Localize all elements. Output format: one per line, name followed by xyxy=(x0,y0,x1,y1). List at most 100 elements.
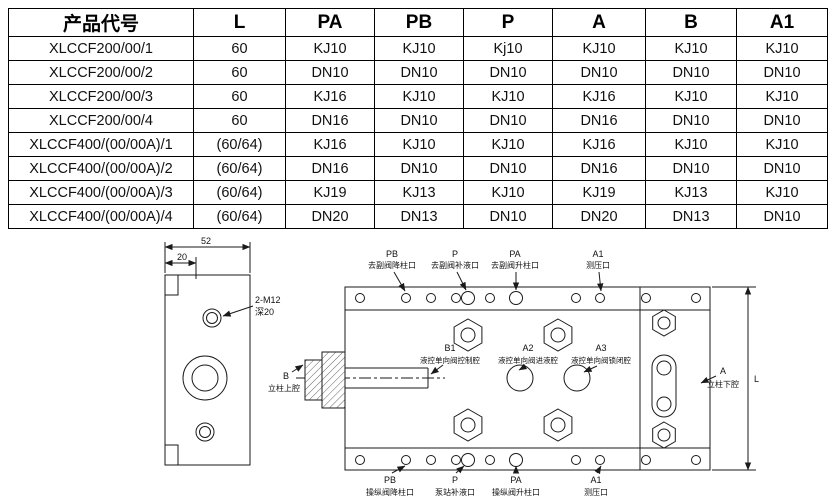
bottom-port-a1-code: A1 xyxy=(590,475,601,485)
spec-cell: KJ16 xyxy=(552,132,646,157)
col-header-p: P xyxy=(463,8,553,37)
chamber-a3-code: A3 xyxy=(595,343,606,353)
col-header-l: L xyxy=(193,8,286,37)
spec-cell: 60 xyxy=(193,36,286,61)
spec-cell: KJ10 xyxy=(645,84,737,109)
spec-cell: DN10 xyxy=(645,60,737,85)
hex-plug-bore xyxy=(460,417,476,433)
bolt-hole xyxy=(571,293,581,303)
port-a-code: A xyxy=(720,366,726,376)
product-code-cell: XLCCF400/(00/00A)/2 xyxy=(8,156,194,181)
hex-plug xyxy=(543,408,573,442)
bolt-hole xyxy=(451,293,461,303)
hole-callout-depth-text: 深20 xyxy=(255,307,274,317)
fitting-flange xyxy=(321,351,346,409)
center-bore-outer xyxy=(182,355,228,401)
port-b-desc: 立柱上腔 xyxy=(268,383,300,393)
product-code-cell: XLCCF400/(00/00A)/4 xyxy=(8,204,194,229)
spec-cell: DN10 xyxy=(374,156,464,181)
chamber-a2-desc: 液控单向阀进液腔 xyxy=(498,355,558,365)
product-code-cell: XLCCF200/00/4 xyxy=(8,108,194,133)
valve-block-drawing: 52 20 2-M12 深20 B 立柱上腔 PB 去副阀降柱口 P 去副阀补液… xyxy=(164,236,759,497)
spec-cell: KJ19 xyxy=(285,180,375,205)
top-port-pa-code: PA xyxy=(509,249,520,259)
bolt-hole xyxy=(401,293,411,303)
port-leaders xyxy=(291,271,717,475)
spec-cell: KJ10 xyxy=(736,132,828,157)
leader-line xyxy=(455,465,465,474)
product-code-cell: XLCCF200/00/1 xyxy=(8,36,194,61)
spec-cell: DN10 xyxy=(552,60,646,85)
spec-cell: DN13 xyxy=(374,204,464,229)
spec-cell: DN10 xyxy=(736,108,828,133)
hex-plug xyxy=(453,408,483,442)
chamber-b1-desc: 液控单向阀控制腔 xyxy=(420,355,480,365)
bottom-port-pb-desc: 操纵阀降柱口 xyxy=(366,487,414,497)
leader-line xyxy=(597,271,604,292)
spec-cell: 60 xyxy=(193,84,286,109)
spec-cell: DN10 xyxy=(374,60,464,85)
bolt-hole xyxy=(691,293,701,303)
leader-line xyxy=(291,364,304,373)
top-port-p-code: P xyxy=(452,249,458,259)
bolt-hole xyxy=(355,293,365,303)
m12-hole-top xyxy=(202,308,222,328)
port-b-code: B xyxy=(283,371,289,381)
leader-line xyxy=(700,375,717,384)
leader-line xyxy=(583,365,598,373)
leader-line xyxy=(518,363,528,371)
product-code-cell: XLCCF400/(00/00A)/3 xyxy=(8,180,194,205)
callout-leader-line xyxy=(222,305,254,317)
bottom-port-p-desc: 泵站补液口 xyxy=(435,487,475,497)
spec-cell: Kj10 xyxy=(463,36,553,61)
spec-cell: KJ13 xyxy=(374,180,464,205)
technical-drawing: 52 20 2-M12 深20 B 立柱上腔 PB 去副阀降柱口 P 去副阀补液… xyxy=(0,235,835,502)
center-bore-inner xyxy=(191,364,219,392)
m12-hole-top-thread xyxy=(206,312,218,324)
top-port-a1-desc: 测压口 xyxy=(586,261,610,270)
port-a-desc: 立柱下腔 xyxy=(707,379,739,389)
bottom-port-a1-desc: 测压口 xyxy=(584,488,608,497)
spec-cell: DN16 xyxy=(285,108,375,133)
chamber-b1-code: B1 xyxy=(444,343,455,353)
port-hole-p-top xyxy=(461,291,475,305)
spec-cell: KJ10 xyxy=(736,180,828,205)
hex-plug-bore xyxy=(657,316,671,330)
spec-cell: DN16 xyxy=(552,108,646,133)
spec-cell: KJ16 xyxy=(285,84,375,109)
bolt-hole xyxy=(355,455,365,465)
spec-cell: DN10 xyxy=(374,108,464,133)
product-code-cell: XLCCF400/(00/00A)/1 xyxy=(8,132,194,157)
plan-view xyxy=(296,286,711,471)
top-port-p-desc: 去副阀补液口 xyxy=(431,260,479,270)
port-hole-p-bottom xyxy=(461,453,475,467)
col-header-pa: PA xyxy=(285,8,375,37)
spec-cell: DN20 xyxy=(285,204,375,229)
spec-cell: KJ16 xyxy=(285,132,375,157)
chamber-a2-code: A2 xyxy=(522,343,533,353)
spec-cell: DN20 xyxy=(552,204,646,229)
side-view-step-top xyxy=(165,275,179,296)
hex-plug-bore xyxy=(460,327,476,343)
leader-line xyxy=(430,364,444,375)
spec-cell: DN16 xyxy=(285,156,375,181)
col-header-b: B xyxy=(645,8,737,37)
spec-cell: DN10 xyxy=(285,60,375,85)
side-view xyxy=(164,274,251,466)
side-view-step-bottom xyxy=(165,444,179,465)
cavity-hole xyxy=(656,396,672,412)
spec-cell: KJ19 xyxy=(552,180,646,205)
hex-plug xyxy=(652,309,676,337)
spec-cell: KJ10 xyxy=(463,132,553,157)
bolt-hole xyxy=(571,455,581,465)
hex-plug-bore xyxy=(657,428,671,442)
port-hole-pa-bottom xyxy=(509,453,523,467)
spec-cell: KJ10 xyxy=(374,84,464,109)
